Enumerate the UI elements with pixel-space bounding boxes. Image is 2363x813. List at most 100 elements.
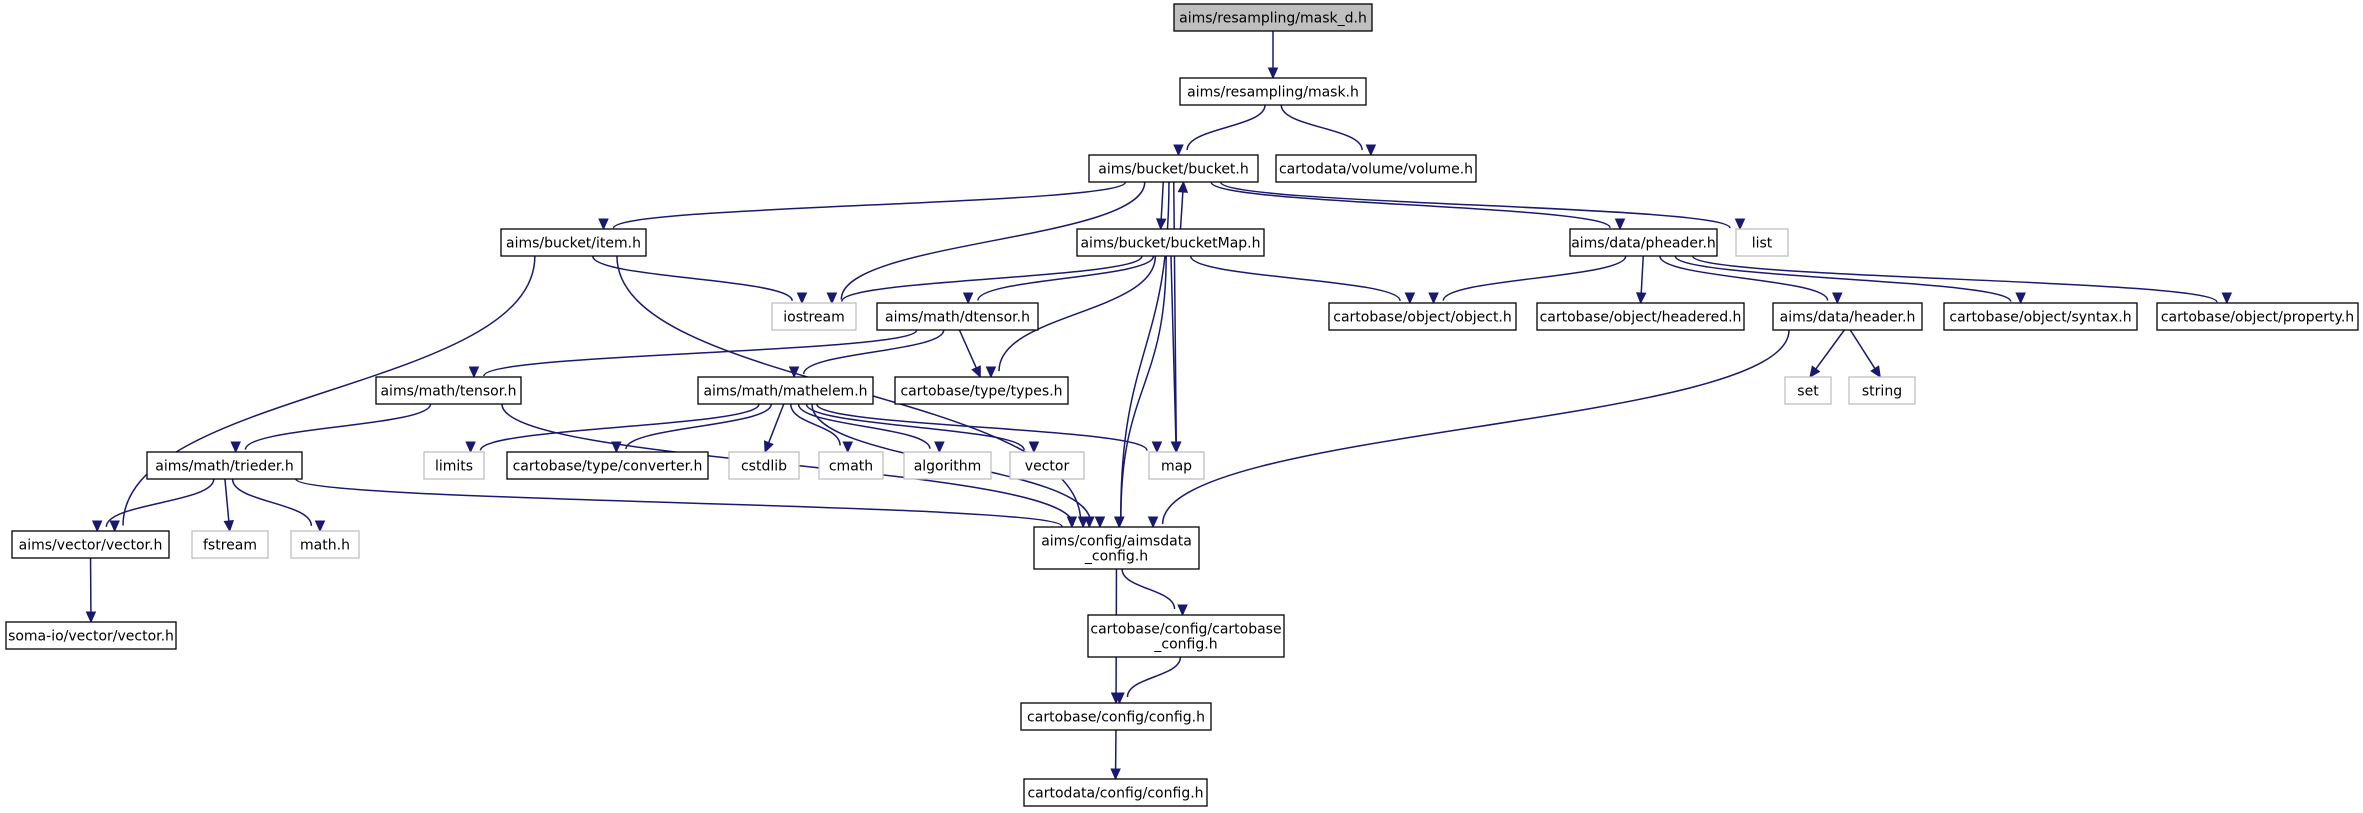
arrowhead-tensor-to-aimsdata_config — [1077, 516, 1089, 529]
edge-mask-to-bucket — [1186, 104, 1266, 151]
arrowhead-bucketMap-to-iostream — [826, 292, 838, 305]
node-aimsvector[interactable]: aims/vector/vector.h — [11, 530, 170, 559]
node-box-cartodata_config — [1023, 778, 1208, 807]
arrowhead-trieder-to-fstream — [223, 520, 235, 533]
node-bucket[interactable]: aims/bucket/bucket.h — [1088, 154, 1259, 183]
edge-bucket-to-list — [1219, 181, 1731, 229]
edge-bucket-to-map — [1172, 181, 1177, 443]
edge-pheader-to-object — [1442, 255, 1627, 301]
arrowhead-mask-to-volume — [1365, 144, 1377, 157]
edge-trieder-to-aimsdata_config — [295, 478, 1063, 528]
arrowhead-pheader-to-headered — [1635, 292, 1647, 305]
node-box-vector — [1009, 451, 1085, 480]
node-config[interactable]: cartobase/config/config.h — [1020, 702, 1212, 731]
node-fstream: fstream — [191, 530, 269, 559]
node-box-algorithm — [903, 451, 992, 480]
node-label-cmath: cmath — [829, 459, 873, 475]
node-limits: limits — [423, 451, 485, 480]
edge-bucketMap-to-bucket — [1179, 191, 1184, 230]
node-box-somaio_vector — [5, 621, 177, 650]
arrowhead-aimsvector-to-somaio_vector — [85, 611, 97, 624]
node-object[interactable]: cartobase/object/object.h — [1328, 302, 1517, 331]
node-label-aimsvector: aims/vector/vector.h — [19, 538, 163, 554]
node-volume[interactable]: cartodata/volume/volume.h — [1275, 154, 1477, 183]
node-label-limits: limits — [435, 459, 473, 475]
arrowhead-pheader-to-syntax — [2015, 292, 2026, 305]
node-label-bucketMap: aims/bucket/bucketMap.h — [1080, 236, 1260, 252]
node-bucketMap[interactable]: aims/bucket/bucketMap.h — [1076, 228, 1265, 257]
node-label-mask_d: aims/resampling/mask_d.h — [1179, 11, 1367, 27]
node-cartobase_config[interactable]: cartobase/config/cartobase_config.h — [1087, 614, 1285, 658]
node-list: list — [1735, 228, 1789, 257]
node-cmath: cmath — [818, 451, 884, 480]
edge-tensor-to-trieder — [244, 403, 432, 450]
arrowhead-dtensor-to-types — [971, 365, 981, 379]
node-box-aimsdata_config — [1033, 526, 1200, 570]
node-aimsdata_config[interactable]: aims/config/aimsdata_config.h — [1033, 526, 1200, 570]
node-trieder[interactable]: aims/math/trieder.h — [146, 451, 303, 480]
node-label-property: cartobase/object/property.h — [2161, 310, 2354, 326]
node-box-cmath — [818, 451, 884, 480]
node-label-algorithm: algorithm — [914, 459, 982, 475]
node-label-syntax: cartobase/object/syntax.h — [1949, 310, 2131, 326]
node-mask_d[interactable]: aims/resampling/mask_d.h — [1173, 3, 1373, 32]
edge-bucketMap-to-types — [998, 255, 1157, 372]
edge-mathelem-to-limits — [479, 403, 760, 451]
node-pheader[interactable]: aims/data/pheader.h — [1569, 228, 1718, 257]
arrowhead-config-to-cartodata_config — [1110, 768, 1121, 781]
node-vector: vector — [1009, 451, 1085, 480]
arrowhead-tensor-to-trieder — [230, 441, 241, 454]
node-dtensor[interactable]: aims/math/dtensor.h — [876, 302, 1039, 331]
arrowhead-item-to-iostream — [796, 292, 808, 305]
edge-bucket-to-pheader — [1210, 181, 1611, 229]
node-label-tensor: aims/math/tensor.h — [380, 384, 516, 400]
node-somaio_vector[interactable]: soma-io/vector/vector.h — [5, 621, 177, 650]
edge-header-to-aimsdata_config — [1161, 329, 1790, 525]
node-mathelem[interactable]: aims/math/mathelem.h — [697, 376, 874, 405]
arrowhead-bucket-to-bucketMap — [1155, 218, 1167, 231]
node-algorithm: algorithm — [903, 451, 992, 480]
nodes-layer: aims/resampling/mask_d.h aims/resampling/… — [5, 3, 2359, 807]
node-types[interactable]: cartobase/type/types.h — [894, 376, 1069, 405]
node-box-mask — [1179, 77, 1367, 106]
arrowhead-bucketMap-to-types — [985, 366, 997, 379]
arrowhead-dtensor-to-mathelem — [788, 366, 800, 379]
node-mathh: math.h — [290, 530, 360, 559]
arrowhead-bucketMap-to-bucket — [1177, 180, 1189, 193]
node-label-set: set — [1797, 384, 1819, 400]
node-headered[interactable]: cartobase/object/headered.h — [1536, 302, 1745, 331]
node-item[interactable]: aims/bucket/item.h — [500, 228, 647, 257]
arrowhead-pheader-to-object — [1428, 292, 1439, 305]
node-property[interactable]: cartobase/object/property.h — [2156, 302, 2359, 331]
edge-bucketMap-to-object — [1189, 255, 1401, 302]
node-label-bucket: aims/bucket/bucket.h — [1098, 162, 1249, 178]
node-label-mask: aims/resampling/mask.h — [1187, 85, 1359, 101]
arrowhead-header-to-set — [1809, 365, 1821, 378]
edge-dtensor-to-tensor — [483, 329, 918, 377]
node-box-iostream — [771, 302, 857, 331]
node-tensor[interactable]: aims/math/tensor.h — [375, 376, 522, 405]
node-cartodata_config[interactable]: cartodata/config/config.h — [1023, 778, 1208, 807]
node-label-map: map — [1161, 459, 1192, 475]
node-box-aimsvector — [11, 530, 170, 559]
node-set: set — [1784, 376, 1832, 405]
node-cstdlib: cstdlib — [728, 451, 800, 480]
node-box-object — [1328, 302, 1517, 331]
node-converter[interactable]: cartobase/type/converter.h — [506, 451, 709, 480]
edge-mathelem-to-vector — [805, 403, 1025, 451]
node-header[interactable]: aims/data/header.h — [1772, 302, 1923, 331]
arrowhead-bucket-to-pheader — [1614, 218, 1626, 231]
edge-bucket-to-iostream — [840, 181, 1146, 300]
edge-item-to-aimsvector — [122, 255, 536, 526]
edge-mask-to-volume — [1280, 104, 1363, 151]
node-syntax[interactable]: cartobase/object/syntax.h — [1943, 302, 2138, 331]
node-label-iostream: iostream — [783, 310, 845, 326]
node-box-mathelem — [697, 376, 874, 405]
node-box-syntax — [1943, 302, 2138, 331]
node-mask[interactable]: aims/resampling/mask.h — [1179, 77, 1367, 106]
node-box-bucket — [1088, 154, 1259, 183]
arrowhead-trieder-to-aimsdata_config — [1066, 516, 1078, 529]
edge-mathelem-to-cstdlib — [768, 403, 785, 443]
node-box-limits — [423, 451, 485, 480]
